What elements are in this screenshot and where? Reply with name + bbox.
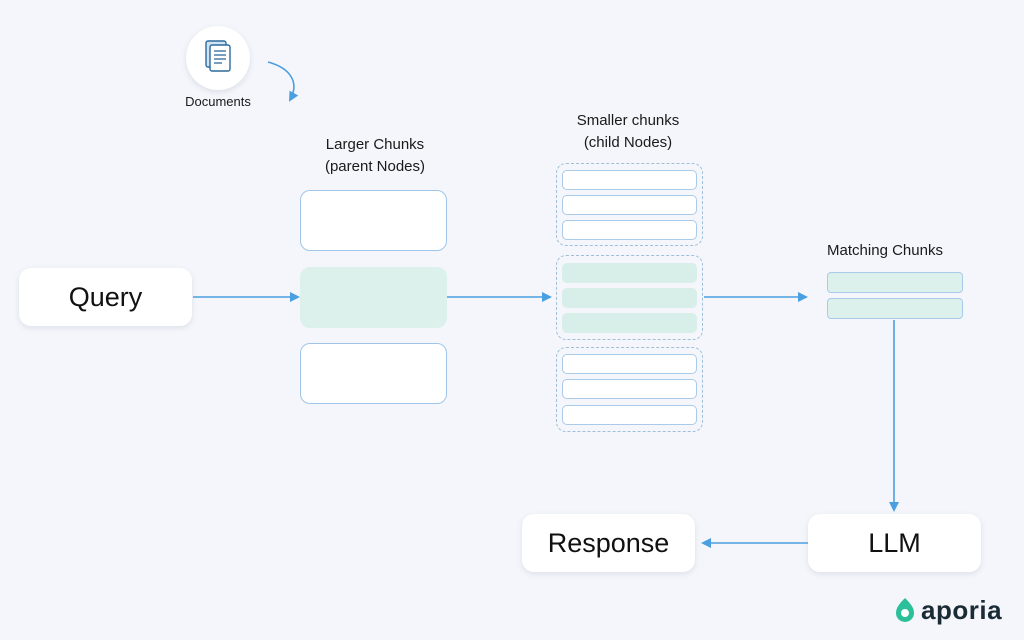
child-chunk-matched [562, 313, 697, 333]
query-label: Query [68, 281, 143, 312]
child-chunk-group-1 [556, 163, 703, 246]
documents-arrow [267, 61, 299, 102]
query-box: Query [19, 268, 192, 326]
child-chunk [562, 379, 697, 399]
llm-label: LLM [868, 527, 921, 558]
child-chunk-group-3 [556, 347, 703, 432]
child-chunk [562, 170, 697, 190]
matching-chunks-title: Matching Chunks [827, 242, 943, 259]
child-chunk [562, 354, 697, 374]
parent-chunk-1 [300, 190, 447, 251]
child-chunk [562, 220, 697, 240]
smaller-chunks-title-line2: (child Nodes) [583, 134, 673, 151]
child-chunk [562, 195, 697, 215]
parent-chunk-3 [300, 343, 447, 404]
child-chunk-group-2-matched [556, 255, 703, 340]
document-icon [205, 40, 231, 72]
matching-chunk-2 [827, 298, 963, 319]
larger-chunks-title-line1: Larger Chunks [325, 136, 425, 153]
response-label: Response [547, 527, 670, 558]
response-box: Response [522, 514, 695, 572]
smaller-chunks-title-line1: Smaller chunks [576, 112, 680, 129]
matching-chunk-1 [827, 272, 963, 293]
larger-chunks-title-line2: (parent Nodes) [324, 158, 426, 175]
smaller-chunks-title: Smaller chunks (child Nodes) [553, 110, 703, 154]
aporia-logo-icon [896, 598, 914, 622]
larger-chunks-title: Larger Chunks (parent Nodes) [300, 134, 450, 178]
parent-chunk-2-matched [300, 267, 447, 328]
child-chunk [562, 405, 697, 425]
child-chunk-matched [562, 288, 697, 308]
brand-name: aporia [921, 594, 1003, 625]
child-chunk-matched [562, 263, 697, 283]
llm-box: LLM [808, 514, 981, 572]
documents-label: Documents [185, 94, 251, 109]
aporia-logo: aporia [893, 592, 1013, 628]
documents-node [186, 26, 250, 90]
